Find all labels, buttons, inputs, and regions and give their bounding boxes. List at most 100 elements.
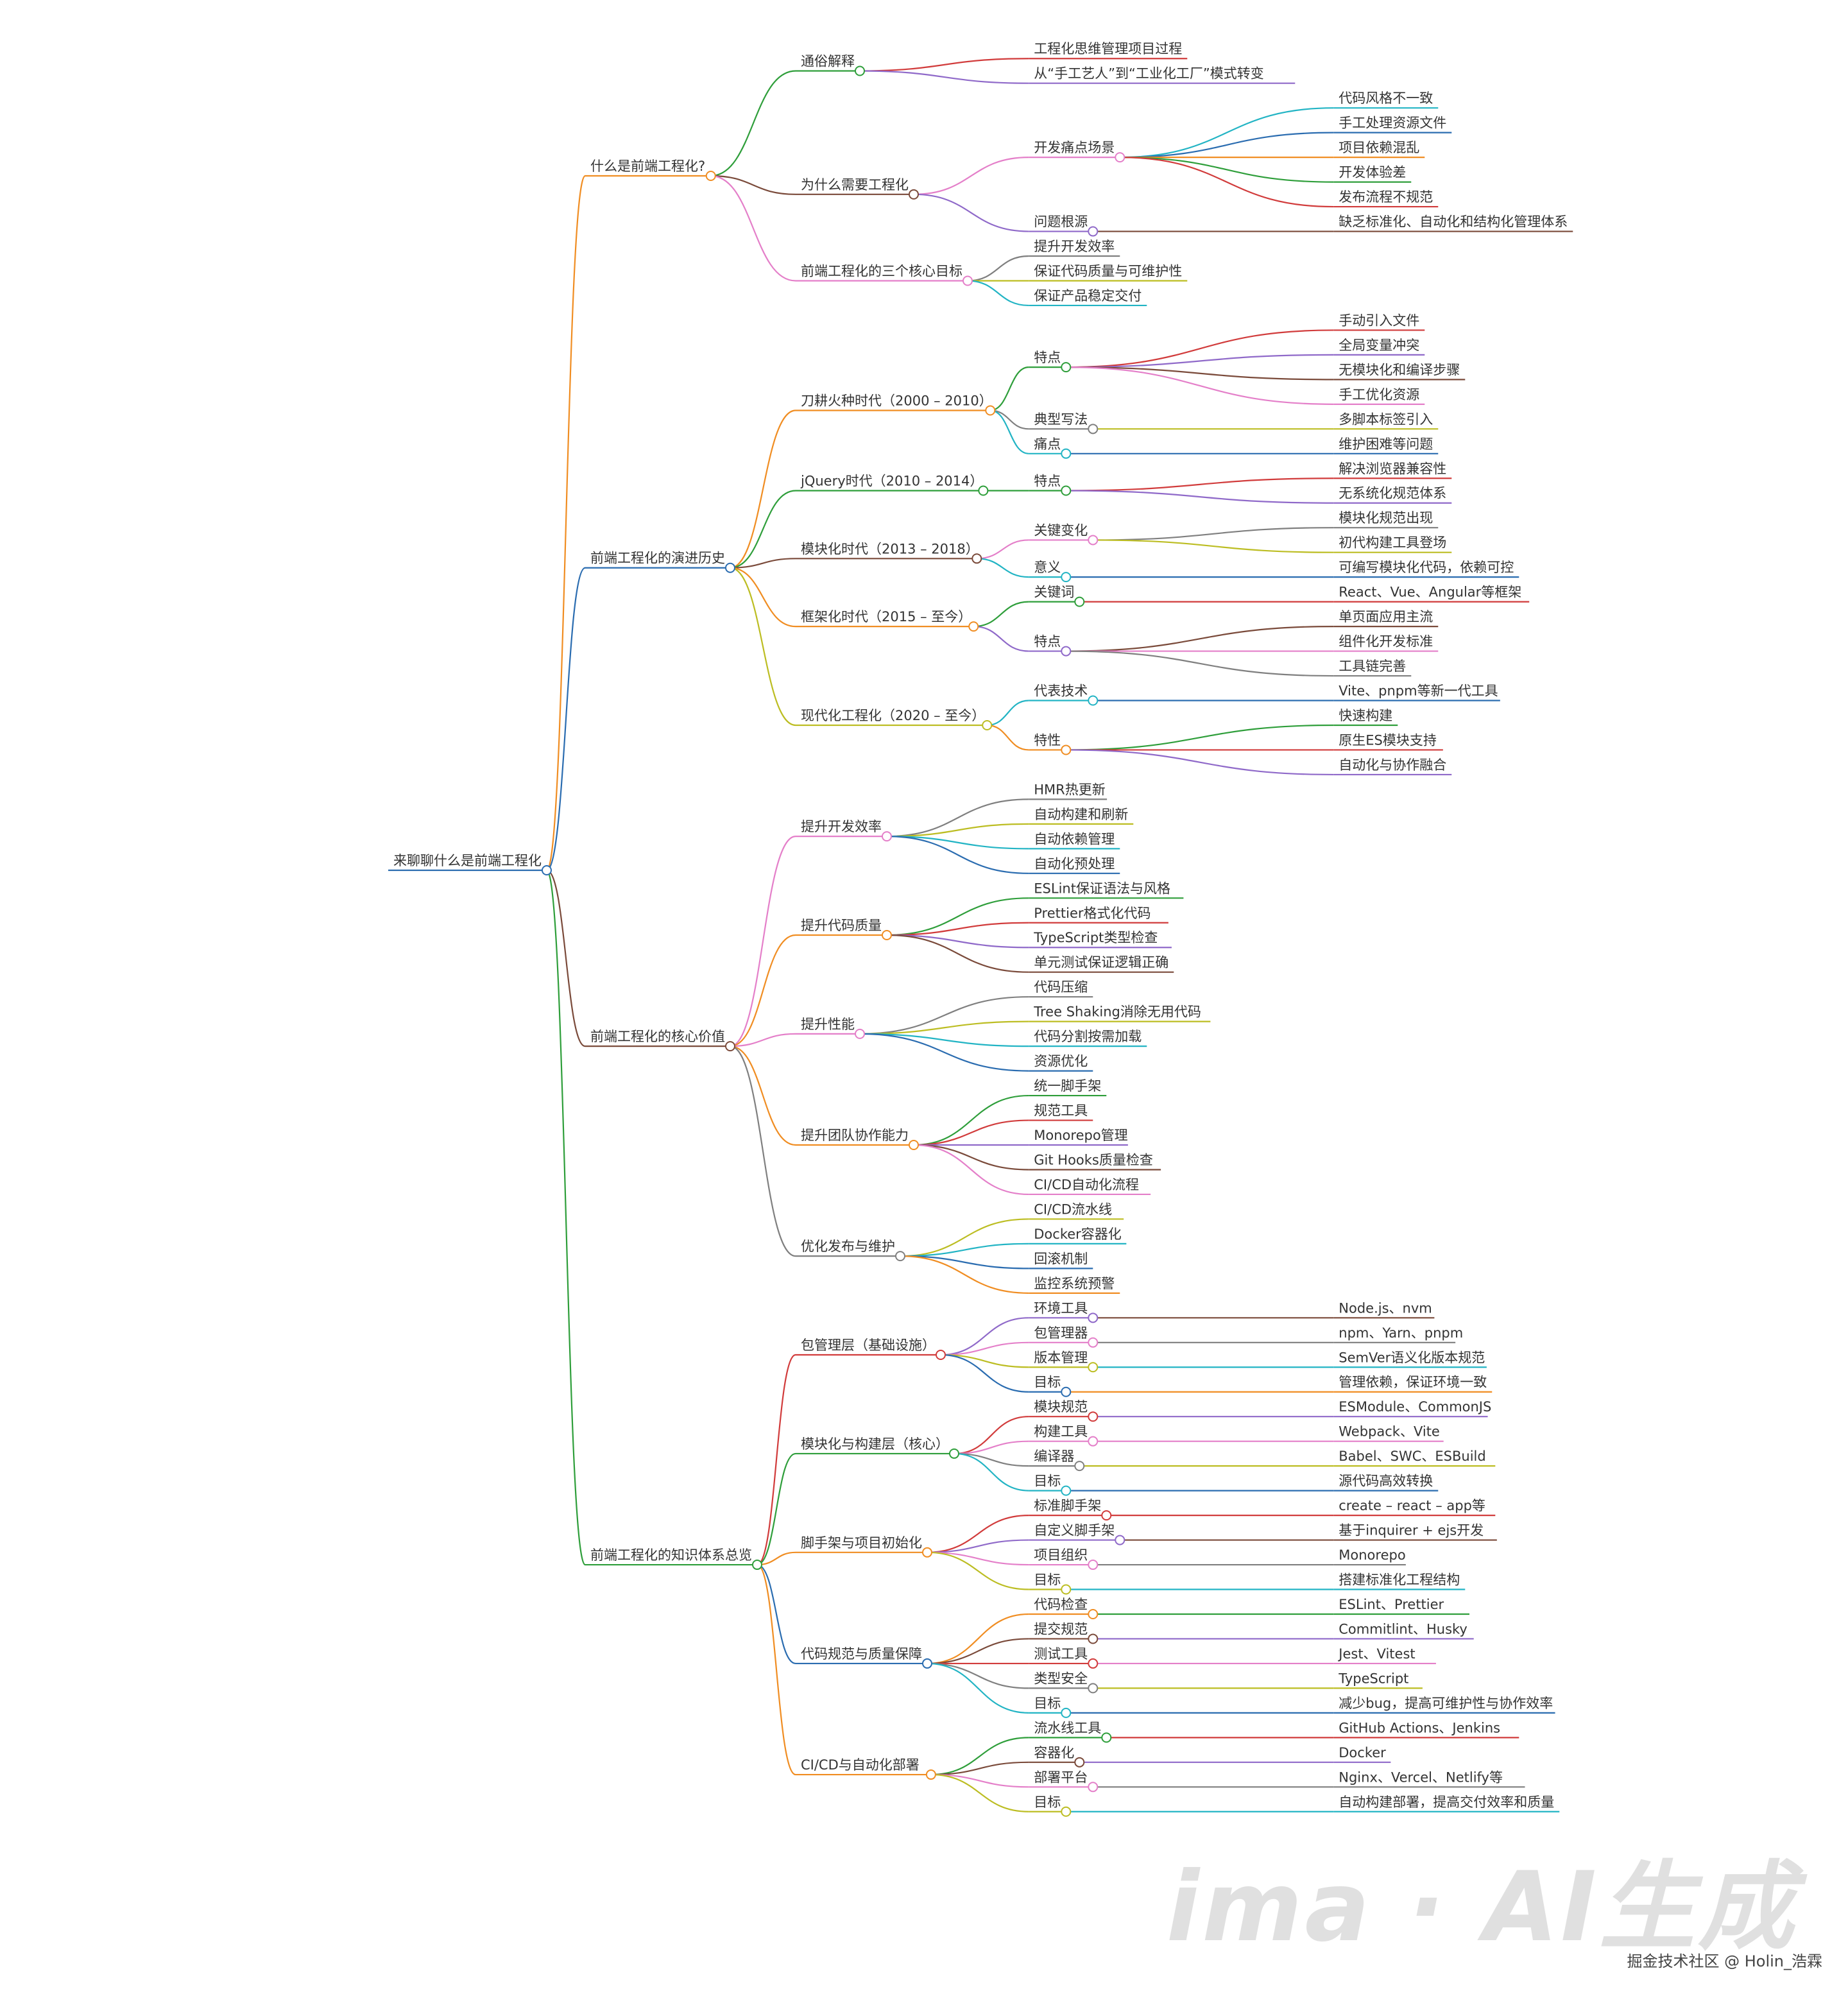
topic-label: Git Hooks质量检查 xyxy=(1034,1152,1153,1167)
edge-node-111 xyxy=(927,1638,1029,1665)
edge-node-42 xyxy=(973,625,1029,652)
edge-node-49 xyxy=(987,724,1029,751)
collapse-toggle-icon[interactable] xyxy=(1061,1707,1072,1718)
collapse-toggle-icon[interactable] xyxy=(922,1547,932,1558)
edge-node-73 xyxy=(913,1144,1029,1171)
edge-node-3 xyxy=(859,58,1029,72)
edge-node-88 xyxy=(940,1354,1029,1393)
collapse-toggle-icon[interactable] xyxy=(725,562,735,573)
edge-node-56 xyxy=(886,823,1029,838)
collapse-toggle-icon[interactable] xyxy=(1088,535,1099,546)
topic-label: npm、Yarn、pnpm xyxy=(1339,1325,1463,1341)
topic-label: 回滚机制 xyxy=(1034,1251,1088,1266)
collapse-toggle-icon[interactable] xyxy=(982,719,993,730)
collapse-toggle-icon[interactable] xyxy=(922,1658,932,1669)
topic-label: 自动化与协作融合 xyxy=(1339,757,1446,773)
collapse-toggle-icon[interactable] xyxy=(1088,1782,1099,1793)
collapse-toggle-icon[interactable] xyxy=(1061,1584,1072,1595)
collapse-toggle-icon[interactable] xyxy=(1101,1732,1112,1743)
collapse-toggle-icon[interactable] xyxy=(909,1140,919,1151)
topic-label: 提升性能 xyxy=(801,1017,855,1032)
collapse-toggle-icon[interactable] xyxy=(909,189,919,200)
collapse-toggle-icon[interactable] xyxy=(925,1769,936,1780)
topic-label: 模块化规范出现 xyxy=(1339,510,1433,526)
collapse-toggle-icon[interactable] xyxy=(882,831,892,842)
collapse-toggle-icon[interactable] xyxy=(752,1560,762,1570)
collapse-toggle-icon[interactable] xyxy=(1088,1683,1099,1694)
topic-label: 提交规范 xyxy=(1034,1621,1088,1637)
collapse-toggle-icon[interactable] xyxy=(985,405,996,416)
edge-node-36 xyxy=(1093,539,1334,553)
collapse-toggle-icon[interactable] xyxy=(1061,448,1072,459)
topic-label: SemVer语义化版本规范 xyxy=(1339,1350,1485,1365)
collapse-toggle-icon[interactable] xyxy=(542,865,552,876)
topic-label: 目标 xyxy=(1034,1572,1061,1588)
topic-label: 自定义脚手架 xyxy=(1034,1523,1115,1538)
collapse-toggle-icon[interactable] xyxy=(1115,1535,1125,1545)
collapse-toggle-icon[interactable] xyxy=(1088,424,1099,434)
edge-node-124 xyxy=(930,1773,1029,1788)
collapse-toggle-icon[interactable] xyxy=(882,930,892,940)
topic-label: 提升团队协作能力 xyxy=(801,1128,909,1143)
collapse-toggle-icon[interactable] xyxy=(1061,572,1072,583)
collapse-toggle-icon[interactable] xyxy=(1088,226,1099,237)
collapse-toggle-icon[interactable] xyxy=(936,1350,946,1361)
collapse-toggle-icon[interactable] xyxy=(1061,646,1072,657)
collapse-toggle-icon[interactable] xyxy=(705,170,716,181)
collapse-toggle-icon[interactable] xyxy=(1088,1312,1099,1323)
edge-node-27 xyxy=(990,409,1029,454)
collapse-toggle-icon[interactable] xyxy=(1088,1608,1099,1619)
collapse-toggle-icon[interactable] xyxy=(855,65,865,76)
edge-node-10 xyxy=(1120,157,1334,183)
collapse-toggle-icon[interactable] xyxy=(1088,1436,1099,1447)
topic-label: 源代码高效转换 xyxy=(1339,1474,1433,1489)
collapse-toggle-icon[interactable] xyxy=(725,1041,735,1052)
edge-node-25 xyxy=(990,409,1029,430)
collapse-toggle-icon[interactable] xyxy=(895,1251,905,1262)
edge-node-53 xyxy=(546,869,586,1047)
collapse-toggle-icon[interactable] xyxy=(1061,744,1072,755)
collapse-toggle-icon[interactable] xyxy=(1088,1633,1099,1644)
edge-node-95 xyxy=(954,1452,1029,1467)
collapse-toggle-icon[interactable] xyxy=(1088,1362,1099,1373)
collapse-toggle-icon[interactable] xyxy=(1115,152,1125,163)
topic-label: Commitlint、Husky xyxy=(1339,1621,1467,1637)
collapse-toggle-icon[interactable] xyxy=(1061,362,1072,373)
collapse-toggle-icon[interactable] xyxy=(1061,485,1072,496)
collapse-toggle-icon[interactable] xyxy=(1088,1658,1099,1669)
topic-label: 容器化 xyxy=(1034,1745,1074,1760)
edge-node-39 xyxy=(730,567,796,628)
collapse-toggle-icon[interactable] xyxy=(1088,1411,1099,1422)
collapse-toggle-icon[interactable] xyxy=(1061,1386,1072,1397)
collapse-toggle-icon[interactable] xyxy=(1074,1757,1085,1768)
edge-node-8 xyxy=(1120,132,1334,159)
collapse-toggle-icon[interactable] xyxy=(1061,1806,1072,1817)
collapse-toggle-icon[interactable] xyxy=(1061,1485,1072,1496)
topic-label: 解决浏览器兼容性 xyxy=(1339,461,1446,476)
edge-node-19 xyxy=(730,409,796,569)
edge-node-22 xyxy=(1066,354,1334,368)
collapse-toggle-icon[interactable] xyxy=(1088,1337,1099,1348)
collapse-toggle-icon[interactable] xyxy=(855,1028,865,1039)
collapse-toggle-icon[interactable] xyxy=(1088,1560,1099,1570)
collapse-toggle-icon[interactable] xyxy=(1074,596,1085,607)
topic-label: 关键变化 xyxy=(1034,522,1088,538)
topic-label: 优化发布与维护 xyxy=(801,1239,895,1254)
edge-node-108 xyxy=(757,1563,796,1665)
collapse-toggle-icon[interactable] xyxy=(968,621,979,632)
topic-label: 缺乏标准化、自动化和结构化管理体系 xyxy=(1339,214,1568,230)
topic-label: 关键词 xyxy=(1034,585,1074,600)
collapse-toggle-icon[interactable] xyxy=(949,1448,959,1459)
edge-node-104 xyxy=(927,1551,1029,1566)
topic-label: 自动构建部署，提高交付效率和质量 xyxy=(1339,1794,1554,1810)
collapse-toggle-icon[interactable] xyxy=(1101,1510,1112,1521)
edge-node-86 xyxy=(940,1354,1029,1368)
topic-label: 开发体验差 xyxy=(1339,165,1406,180)
collapse-toggle-icon[interactable] xyxy=(963,275,973,286)
topic-label: 代表技术 xyxy=(1034,684,1088,699)
topic-label: CI/CD与自动化部署 xyxy=(801,1757,920,1773)
collapse-toggle-icon[interactable] xyxy=(1088,695,1099,706)
collapse-toggle-icon[interactable] xyxy=(1074,1461,1085,1472)
collapse-toggle-icon[interactable] xyxy=(971,553,982,564)
collapse-toggle-icon[interactable] xyxy=(978,485,989,496)
